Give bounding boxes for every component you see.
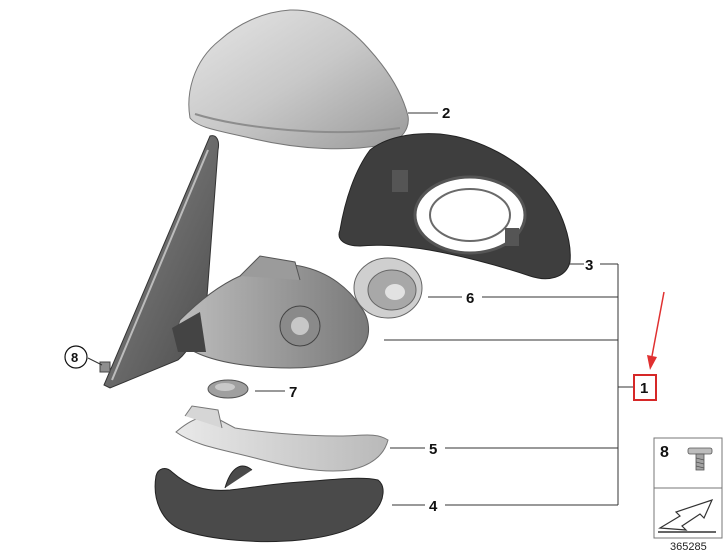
screw-icon — [687, 447, 713, 471]
red-arrow-icon — [647, 291, 665, 370]
callout-6: 6 — [466, 290, 474, 307]
leader-lines — [87, 112, 634, 506]
callout-4: 4 — [429, 498, 438, 515]
mirror-base-assembly-part — [172, 255, 369, 369]
mirror-cap-part — [188, 9, 409, 150]
legend-box: 8 — [653, 437, 723, 539]
callout-5: 5 — [429, 441, 437, 458]
callout-2: 2 — [442, 105, 450, 122]
callout-8-circle — [64, 345, 88, 369]
direction-arrow-icon — [658, 499, 716, 533]
callout-7: 7 — [289, 384, 297, 401]
cover-cap-part — [207, 379, 249, 399]
reference-number: 365285 — [670, 541, 707, 553]
callout-3: 3 — [585, 257, 593, 274]
mirror-housing-frame-part — [338, 133, 571, 280]
highlight-box — [633, 374, 657, 401]
screw-part — [99, 361, 111, 373]
callout-1: 1 — [640, 380, 648, 397]
mirror-motor-part — [353, 257, 423, 319]
turn-signal-part — [175, 405, 389, 472]
lower-trim-part — [154, 465, 384, 543]
legend-part-number: 8 — [660, 444, 669, 461]
callout-8: 8 — [71, 350, 78, 365]
